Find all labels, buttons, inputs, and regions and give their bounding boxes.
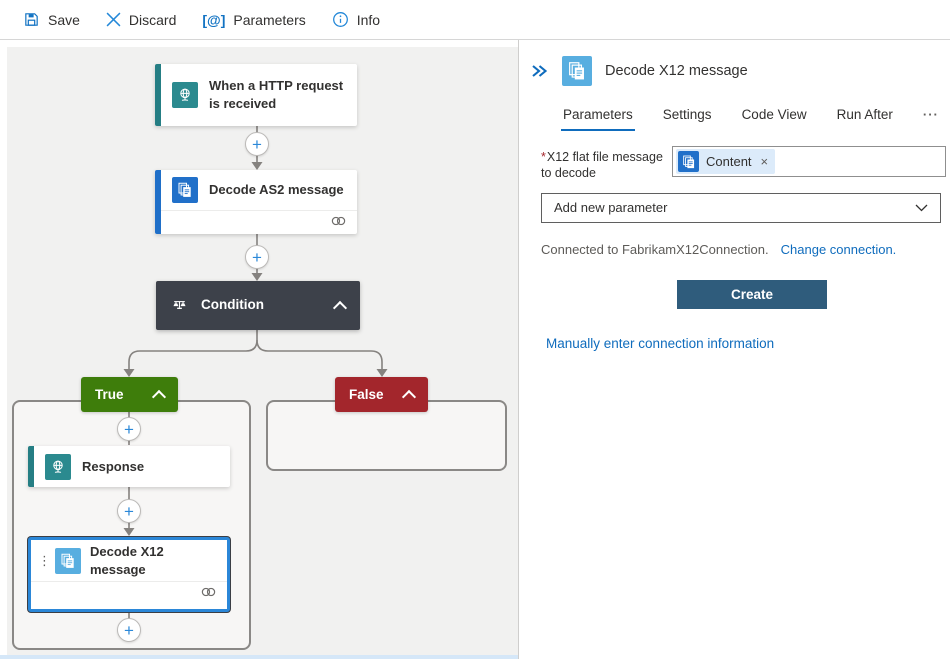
condition-title: Condition bbox=[201, 297, 264, 313]
discard-button[interactable]: Discard bbox=[93, 6, 189, 34]
node-decode-as2-message[interactable]: Decode AS2 message bbox=[155, 170, 357, 234]
connection-status-row: Connected to FabrikamX12Connection. Chan… bbox=[519, 223, 950, 257]
create-button[interactable]: Create bbox=[677, 279, 827, 309]
tab-run-after[interactable]: Run After bbox=[836, 107, 893, 122]
parameter-row: *X12 flat file message to decode Content… bbox=[519, 131, 950, 182]
collapse-chevron-icon[interactable] bbox=[332, 300, 348, 315]
false-label-text: False bbox=[349, 387, 384, 402]
as2-stripe bbox=[155, 170, 161, 234]
parameter-label-text: X12 flat file message to decode bbox=[541, 150, 663, 181]
parameters-at-icon: [@] bbox=[202, 11, 226, 28]
node-http-request-trigger[interactable]: When a HTTP request is received bbox=[155, 64, 357, 126]
discard-label: Discard bbox=[128, 11, 177, 28]
as2-document-stack-icon bbox=[678, 151, 699, 172]
tab-code-view[interactable]: Code View bbox=[741, 107, 807, 122]
panel-title: Decode X12 message bbox=[605, 63, 748, 79]
insert-step-button[interactable]: + bbox=[117, 618, 141, 642]
manual-connection-row: Manually enter connection information bbox=[519, 309, 950, 351]
tab-more-button[interactable]: ··· bbox=[922, 107, 939, 122]
connection-link-icon bbox=[200, 585, 217, 603]
true-branch-label[interactable]: True bbox=[81, 377, 178, 412]
collapse-panel-button[interactable] bbox=[529, 62, 549, 80]
parameters-label: Parameters bbox=[233, 11, 306, 28]
trigger-title: When a HTTP request is received bbox=[209, 78, 344, 111]
balance-scale-icon bbox=[171, 297, 188, 314]
add-new-parameter-dropdown[interactable]: Add new parameter bbox=[541, 192, 941, 223]
x12-document-stack-icon bbox=[55, 547, 81, 574]
info-button[interactable]: Info bbox=[319, 5, 393, 34]
designer-toolbar: Save Discard [@] Parameters Info bbox=[0, 0, 950, 40]
node-condition[interactable]: Condition bbox=[156, 281, 360, 330]
insert-step-button[interactable]: + bbox=[117, 417, 141, 441]
as2-title: Decode AS2 message bbox=[209, 182, 344, 198]
x12-title: Decode X12 message bbox=[90, 543, 164, 577]
change-connection-link[interactable]: Change connection. bbox=[780, 241, 897, 257]
response-title: Response bbox=[82, 458, 145, 474]
collapse-chevron-icon[interactable] bbox=[151, 389, 167, 404]
discard-x-icon bbox=[106, 12, 121, 27]
connection-status-text: Connected to FabrikamX12Connection. bbox=[541, 241, 769, 257]
panel-tabs: Parameters Settings Code View Run After … bbox=[519, 86, 950, 131]
x12-document-stack-icon bbox=[562, 56, 592, 86]
panel-header: Decode X12 message bbox=[519, 40, 950, 86]
remove-token-icon[interactable]: × bbox=[760, 154, 769, 169]
node-response[interactable]: Response bbox=[28, 446, 230, 487]
trigger-stripe bbox=[155, 64, 161, 126]
collapse-chevron-icon[interactable] bbox=[401, 389, 417, 404]
canvas-scrollbar[interactable] bbox=[0, 655, 518, 659]
insert-step-button[interactable]: + bbox=[245, 245, 269, 269]
drag-handle-icon[interactable]: ⋮ bbox=[38, 552, 51, 568]
save-button[interactable]: Save bbox=[10, 5, 93, 34]
add-parameter-placeholder: Add new parameter bbox=[554, 200, 668, 215]
designer-canvas[interactable]: When a HTTP request is received + Decode… bbox=[0, 40, 518, 659]
response-globe-icon bbox=[45, 453, 71, 480]
parameters-button[interactable]: [@] Parameters bbox=[189, 6, 318, 34]
double-chevron-right-icon bbox=[531, 64, 547, 78]
save-label: Save bbox=[48, 11, 80, 28]
http-request-globe-icon bbox=[172, 82, 198, 108]
true-label-text: True bbox=[95, 387, 124, 402]
required-asterisk: * bbox=[541, 150, 546, 164]
tab-settings[interactable]: Settings bbox=[662, 107, 712, 122]
chevron-down-icon bbox=[915, 204, 928, 212]
insert-step-button[interactable]: + bbox=[245, 132, 269, 156]
token-label: Content bbox=[706, 154, 752, 169]
x12-message-input[interactable]: Content × bbox=[672, 146, 946, 177]
connection-link-icon bbox=[330, 214, 347, 232]
manual-connection-link[interactable]: Manually enter connection information bbox=[546, 335, 775, 351]
node-decode-x12-message[interactable]: ⋮ Decode X12 message bbox=[28, 537, 230, 612]
insert-step-button[interactable]: + bbox=[117, 499, 141, 523]
details-panel: Decode X12 message Parameters Settings C… bbox=[518, 40, 950, 659]
content-token[interactable]: Content × bbox=[676, 149, 776, 174]
save-icon bbox=[23, 11, 40, 28]
false-branch-label[interactable]: False bbox=[335, 377, 428, 412]
tab-parameters[interactable]: Parameters bbox=[561, 107, 635, 131]
info-icon bbox=[332, 11, 349, 28]
as2-document-stack-icon bbox=[172, 177, 198, 203]
response-stripe bbox=[28, 446, 34, 487]
info-label: Info bbox=[356, 11, 381, 28]
parameter-label: *X12 flat file message to decode bbox=[541, 146, 668, 182]
